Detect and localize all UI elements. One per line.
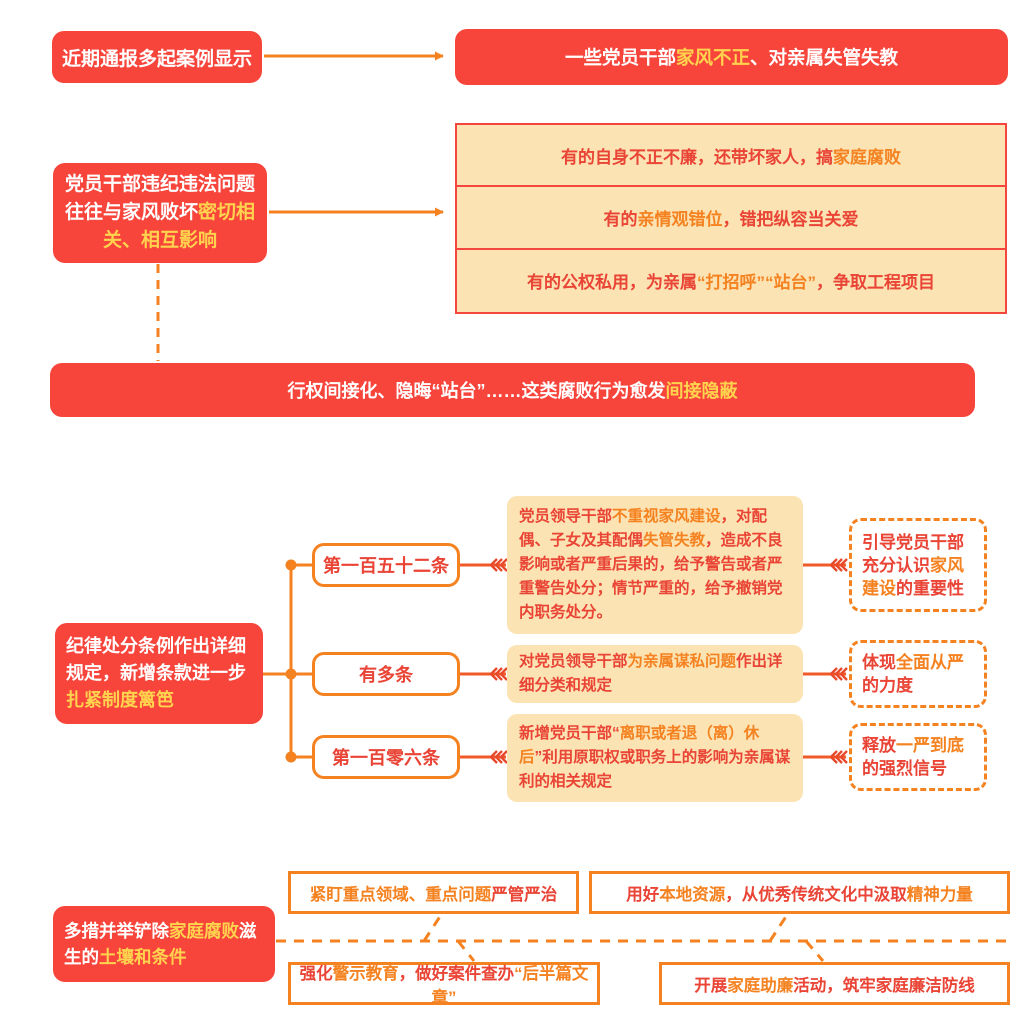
section1-effect-box: 一些党员干部家风不正、对亲属失管失教: [455, 29, 1008, 85]
dashed-branch-4: [804, 940, 825, 962]
problem-row-3-text: 有的公权私用，为亲属“打招呼”“站台”，争取工程项目: [527, 273, 935, 293]
section1-effect-text: 一些党员干部家风不正、对亲属失管失教: [564, 47, 899, 68]
problem-row-2: 有的亲情观错位，错把纵容当关爱: [457, 187, 1005, 250]
problem-row-1: 有的自身不正不廉，还带坏家人，搞家庭腐败: [457, 125, 1005, 188]
branch-significance-2: 体现全面从严的力度: [849, 640, 987, 708]
measure-box-4: 开展家庭助廉活动，筑牢家庭廉洁防线: [659, 962, 1010, 1005]
section2-left-text: 党员干部违纪违法问题往往与家风败坏密切相关、相互影响: [64, 174, 256, 251]
section2-conclusion-box: 行权间接化、隐晦“站台”……这类腐败行为愈发间接隐蔽: [50, 363, 975, 417]
branch-detail-1-text: 党员领导干部不重视家风建设，对配偶、子女及其配偶失管失教，造成不良影响或者严重后…: [519, 508, 783, 621]
branch-node-1-text: 第一百五十二条: [323, 556, 449, 576]
measure-box-3-text: 强化警示教育，做好案件查办“后半篇文章”: [299, 964, 589, 1007]
branch-node-1: 第一百五十二条: [312, 543, 460, 587]
dashed-spine: [276, 914, 1012, 962]
branch-node-2-text: 有多条: [359, 665, 413, 685]
measure-box-1: 紧盯重点领域、重点问题严管严治: [288, 871, 579, 914]
section2-conclusion-text: 行权间接化、隐晦“站台”……这类腐败行为愈发间接隐蔽: [287, 381, 738, 401]
branch-significance-1: 引导党员干部充分认识家风建设的重要性: [849, 518, 987, 612]
branch-significance-1-text: 引导党员干部充分认识家风建设的重要性: [862, 532, 964, 598]
dashed-branch-3: [456, 940, 476, 962]
branch-significance-3-text: 释放一严到底的强烈信号: [862, 736, 964, 778]
branch-detail-2-text: 对党员领导干部为亲属谋私问题作出详细分类和规定: [519, 653, 783, 694]
branch-node-3: 第一百零六条: [312, 735, 460, 779]
section3-left-box: 纪律处分条例作出详细规定，新增条款进一步扎紧制度篱笆: [55, 623, 263, 724]
section1-cause-text: 近期通报多起案例显示: [61, 48, 252, 70]
branch-node-3-text: 第一百零六条: [332, 748, 440, 768]
section4-left-box: 多措并举铲除家庭腐败滋生的土壤和条件: [53, 906, 275, 982]
problem-row-2-text: 有的亲情观错位，错把纵容当关爱: [603, 209, 859, 229]
bracket-connector: [263, 563, 312, 759]
section4-left-text: 多措并举铲除家庭腐败滋生的土壤和条件: [64, 921, 257, 967]
dashed-branch-1: [422, 914, 443, 942]
branch-detail-2: 对党员领导干部为亲属谋私问题作出详细分类和规定: [507, 645, 803, 703]
dashed-branch-2: [768, 914, 789, 942]
section3-left-text: 纪律处分条例作出详细规定，新增条款进一步扎紧制度篱笆: [66, 636, 246, 710]
measure-box-2: 用好本地资源，从优秀传统文化中汲取精神力量: [589, 871, 1010, 914]
branch-detail-3: 新增党员干部“离职或者退（离）休后”利用原职权或职务上的影响为亲属谋利的相关规定: [507, 714, 803, 802]
measure-box-2-text: 用好本地资源，从优秀传统文化中汲取精神力量: [626, 885, 973, 904]
measure-box-3: 强化警示教育，做好案件查办“后半篇文章”: [288, 962, 600, 1007]
branch-significance-3: 释放一严到底的强烈信号: [849, 723, 987, 791]
branch-detail-1: 党员领导干部不重视家风建设，对配偶、子女及其配偶失管失教，造成不良影响或者严重后…: [507, 496, 803, 634]
measure-box-1-text: 紧盯重点领域、重点问题严管严治: [309, 885, 558, 904]
branch-node-2: 有多条: [312, 652, 460, 696]
branch-significance-2-text: 体现全面从严的力度: [862, 653, 964, 695]
branch-detail-3-text: 新增党员干部“离职或者退（离）休后”利用原职权或职务上的影响为亲属谋利的相关规定: [519, 725, 791, 790]
section2-left-box: 党员干部违纪违法问题往往与家风败坏密切相关、相互影响: [53, 163, 267, 263]
problem-row-1-text: 有的自身不正不廉，还带坏家人，搞家庭腐败: [561, 147, 901, 167]
measure-box-4-text: 开展家庭助廉活动，筑牢家庭廉洁防线: [694, 976, 975, 995]
section1-cause-box: 近期通报多起案例显示: [52, 31, 262, 83]
problem-list-table: 有的自身不正不廉，还带坏家人，搞家庭腐败 有的亲情观错位，错把纵容当关爱 有的公…: [455, 123, 1007, 314]
bracket-dots: [285, 559, 297, 763]
problem-row-3: 有的公权私用，为亲属“打招呼”“站台”，争取工程项目: [457, 250, 1005, 312]
